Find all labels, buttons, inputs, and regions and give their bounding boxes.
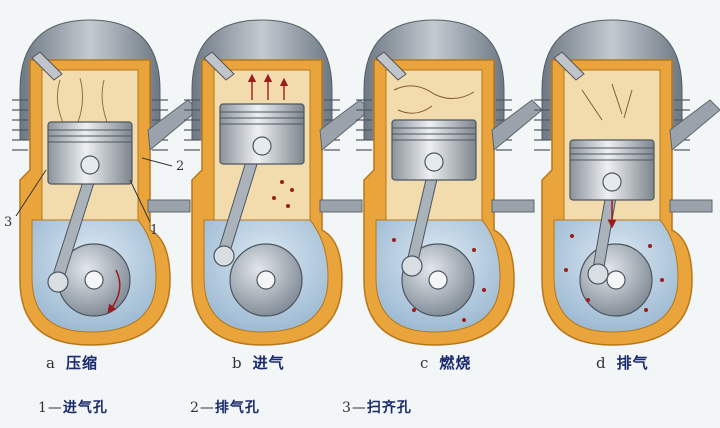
legend-item-2: 2—排气孔 xyxy=(190,397,260,417)
engine-c-combustion xyxy=(355,19,543,346)
caption-a: a 压缩 xyxy=(46,352,98,373)
legend-num: 2 xyxy=(190,400,200,416)
caption-b-name: 进气 xyxy=(252,354,285,372)
caption-a-name: 压缩 xyxy=(65,354,98,372)
legend-num: 3 xyxy=(342,400,352,416)
caption-b: b 进气 xyxy=(232,352,285,373)
legend-dash: — xyxy=(47,400,63,416)
engine-d-exhaust xyxy=(533,19,720,346)
legend-item-1: 1—进气孔 xyxy=(38,397,108,417)
callout-3: 3 xyxy=(4,215,12,230)
caption-d: d 排气 xyxy=(596,352,649,373)
callout-2: 2 xyxy=(176,159,184,174)
callout-1: 1 xyxy=(150,223,158,238)
caption-d-letter: d xyxy=(596,354,607,372)
legend-label: 进气孔 xyxy=(62,400,108,416)
legend-num: 1 xyxy=(38,400,48,416)
legend-label: 扫齐孔 xyxy=(366,400,412,416)
caption-c-letter: c xyxy=(420,354,430,372)
caption-c: c 燃烧 xyxy=(420,352,471,373)
legend-dash: — xyxy=(199,400,215,416)
caption-d-name: 排气 xyxy=(616,354,649,372)
caption-b-letter: b xyxy=(232,354,243,372)
caption-a-letter: a xyxy=(46,354,56,372)
legend-dash: — xyxy=(351,400,367,416)
engine-b-intake xyxy=(183,19,371,346)
legend-label: 排气孔 xyxy=(214,400,260,416)
engine-a-compression: 2 1 3 xyxy=(4,19,199,346)
legend-item-3: 3—扫齐孔 xyxy=(342,397,412,417)
caption-c-name: 燃烧 xyxy=(439,354,472,372)
